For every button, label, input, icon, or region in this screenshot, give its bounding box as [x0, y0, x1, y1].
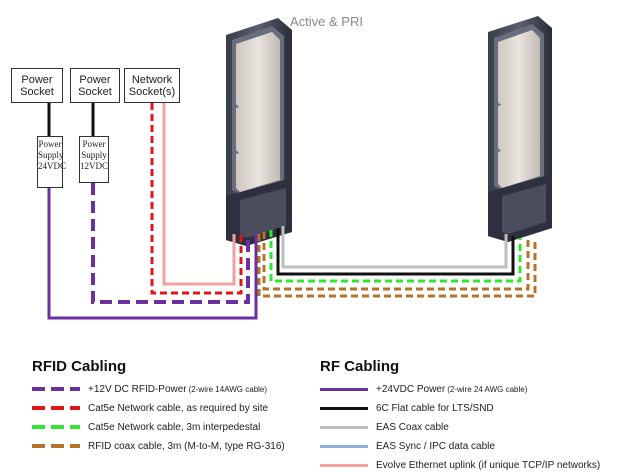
legend-label: Cat5e Network cable, as required by site	[88, 402, 269, 414]
legend-item: EAS Sync / IPC data cable	[320, 438, 495, 454]
cable-6c-flat	[276, 228, 515, 276]
rfid-cabling-heading: RFID Cabling	[32, 358, 127, 375]
legend-label: EAS Sync / IPC data cable	[376, 440, 495, 452]
pedestal-title: Active & PRI	[290, 14, 363, 29]
power-supply-24vdc: Power Supply 24VDC	[37, 136, 66, 188]
legend-item: Cat5e Network cable, 3m interpedestal	[32, 419, 260, 435]
legend-note: (2-wire 24 AWG cable)	[447, 384, 528, 394]
rf-cabling-heading: RF Cabling	[320, 358, 400, 375]
legend-swatch	[320, 444, 368, 448]
legend-item: +12V DC RFID-Power(2-wire 14AWG cable)	[32, 381, 267, 397]
legend-label: EAS Coax cable	[376, 421, 449, 433]
legend-item: +24VDC Power(2-wire 24 AWG cable)	[320, 381, 527, 397]
legend-label: +24VDC Power	[376, 383, 446, 395]
cable-eas-coax	[281, 226, 508, 269]
legend-item: EAS Coax cable	[320, 419, 449, 435]
legend-swatch	[320, 406, 368, 410]
legend-swatch	[320, 463, 368, 467]
cable-cat5e-interpedestal	[269, 230, 522, 283]
legend-item: RFID coax cable, 3m (M-to-M, type RG-316…	[32, 438, 285, 454]
cable-cat5e-site	[150, 103, 243, 295]
legend-swatch	[32, 387, 80, 391]
cable-evolve-uplink	[162, 103, 236, 286]
cable-rfid-coax-2	[257, 234, 537, 298]
cable-24vdc-power	[47, 188, 258, 320]
power-supply-12vdc: Power Supply 12VDC	[79, 136, 109, 183]
legend-label: +12V DC RFID-Power	[88, 383, 187, 395]
legend-swatch	[32, 406, 80, 410]
cable-rfid-coax-1	[262, 232, 530, 291]
socket-wires	[47, 103, 95, 136]
legend-item: Cat5e Network cable, as required by site	[32, 400, 268, 416]
legend-swatch	[32, 425, 80, 429]
legend-label: 6C Flat cable for LTS/SND	[376, 402, 494, 414]
legend-label: Evolve Ethernet uplink (if unique TCP/IP…	[376, 459, 601, 471]
left-pedestal	[226, 18, 292, 246]
legend-swatch	[32, 444, 80, 448]
legend-note: (2-wire 14AWG cable)	[188, 384, 268, 394]
legend-label: RFID coax cable, 3m (M-to-M, type RG-316…	[88, 440, 285, 452]
legend-swatch	[320, 425, 368, 429]
cable-runs	[47, 103, 537, 320]
cable-12v-rfid-power	[91, 183, 250, 304]
legend-swatch	[320, 387, 368, 391]
legend-label: Cat5e Network cable, 3m interpedestal	[88, 421, 261, 433]
right-pedestal	[488, 16, 552, 242]
legend-item: Evolve Ethernet uplink (if unique TCP/IP…	[320, 457, 600, 473]
legend-item: 6C Flat cable for LTS/SND	[320, 400, 494, 416]
